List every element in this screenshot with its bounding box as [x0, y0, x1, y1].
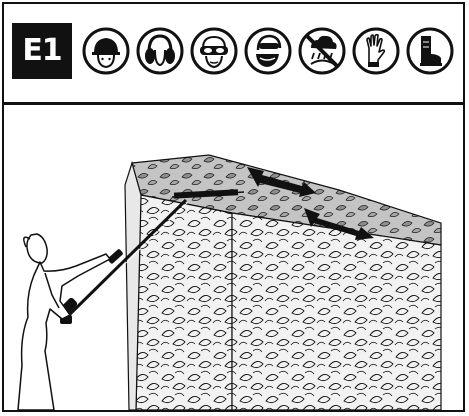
hard-hat-icon — [81, 26, 131, 76]
safety-boots-icon — [405, 26, 455, 76]
safety-glasses-icon — [189, 26, 239, 76]
ear-protection-icon — [135, 26, 185, 76]
hedge — [125, 155, 441, 410]
hedge-trimming-illustration — [4, 105, 463, 410]
ppe-header: E1 — [4, 4, 463, 105]
instruction-panel: E1 — [2, 2, 465, 412]
dust-mask-icon — [243, 26, 293, 76]
gloves-icon — [351, 26, 401, 76]
no-wet-conditions-icon — [297, 26, 347, 76]
step-badge: E1 — [12, 23, 72, 79]
ppe-icon-row — [77, 14, 457, 94]
